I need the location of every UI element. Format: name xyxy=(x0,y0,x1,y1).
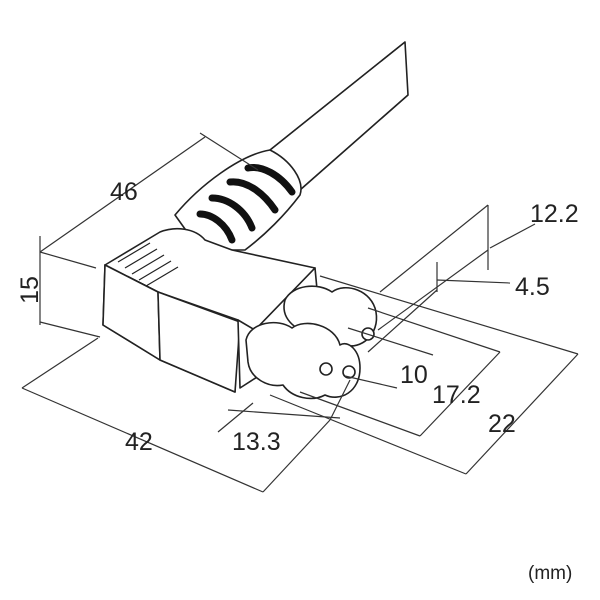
strain-relief-boot xyxy=(174,149,302,251)
dim-17-2-label: 17.2 xyxy=(432,381,481,409)
dim-10-label: 10 xyxy=(400,361,428,389)
socket-face xyxy=(237,267,378,400)
right-angle-c7-plug xyxy=(102,227,316,393)
dim-13-3-label: 13.3 xyxy=(232,428,281,456)
dim-15-label: 15 xyxy=(16,276,44,304)
dim-4-5-label: 4.5 xyxy=(515,273,550,301)
dim-46-label: 46 xyxy=(110,178,138,206)
dim-22-label: 22 xyxy=(488,410,516,438)
dimension-lines xyxy=(21,132,579,493)
pin-socket xyxy=(319,327,375,379)
unit-label: (mm) xyxy=(528,563,572,584)
dim-42-label: 42 xyxy=(125,428,153,456)
dim-12-2-label: 12.2 xyxy=(530,200,579,228)
